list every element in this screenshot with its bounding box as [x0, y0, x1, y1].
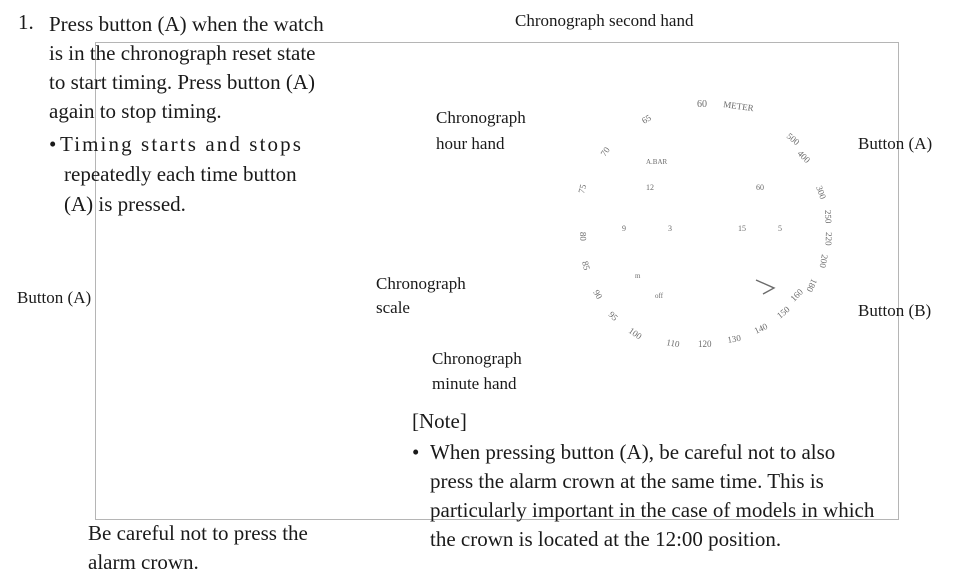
note-heading: [Note]	[412, 409, 467, 433]
label-chronograph-minute-hand-line2: minute hand	[432, 374, 517, 393]
label-chronograph-minute-hand-line1: Chronograph	[432, 349, 522, 368]
label-chronograph-scale-line1: Chronograph	[376, 274, 466, 293]
instruction-line: to start timing. Press button (A)	[49, 70, 315, 94]
instruction-bullet-line: (A) is pressed.	[64, 192, 186, 216]
dial-scale-mark: 90	[591, 288, 604, 301]
dial-scale-mark: 75	[576, 183, 588, 195]
label-button-a-right: Button (A)	[858, 134, 933, 153]
dial-scale-mark: 140	[753, 321, 770, 336]
dial-scale-mark: 120	[698, 339, 712, 349]
dial-scale-mark: METER	[723, 99, 755, 113]
dial-scale-mark: 300	[814, 184, 828, 201]
dial-scale-mark: 160	[788, 286, 805, 303]
dial-scale-mark: 100	[627, 325, 644, 341]
label-chronograph-scale-line2: scale	[376, 298, 410, 317]
dial-scale-mark: 65	[640, 112, 653, 125]
bullet-icon: •	[412, 440, 420, 464]
label-chronograph-hour-hand-line2: hour hand	[436, 134, 505, 153]
dial-scale-mark: 110	[666, 337, 681, 349]
dial-scale-mark: 150	[775, 304, 792, 321]
label-chronograph-hour-hand-line1: Chronograph	[436, 108, 526, 127]
dial-scale-mark: 250	[823, 210, 833, 224]
dial-inner-mark: 15	[738, 224, 746, 233]
chronograph-hand-pointer	[755, 279, 776, 295]
bullet-icon: •	[49, 132, 57, 156]
caution-line: Be careful not to press the	[88, 521, 308, 545]
note-line: When pressing button (A), be careful not…	[430, 440, 836, 464]
dial-inner-mark: 60	[756, 183, 764, 192]
dial-inner-mark: 12	[646, 183, 654, 192]
dial-small-text: m	[635, 272, 641, 280]
dial-small-text: off	[655, 292, 664, 300]
dial-scale-mark: 80	[578, 232, 588, 242]
instruction-bullet-line: repeatedly each time button	[64, 162, 297, 186]
step-number: 1.	[18, 10, 34, 34]
caution-line: alarm crown.	[88, 550, 199, 574]
dial-scale-mark: 500	[785, 131, 802, 148]
instruction-line: Press button (A) when the watch	[49, 12, 324, 36]
note-line: press the alarm crown at the same time. …	[430, 469, 824, 493]
note-line: particularly important in the case of mo…	[430, 498, 875, 522]
note-line: the crown is located at the 12:00 positi…	[430, 527, 782, 551]
dial-scale-mark: 200	[818, 254, 830, 270]
dial-scale-mark: 95	[607, 309, 621, 323]
dial-scale-mark: 85	[580, 260, 592, 272]
dial-small-text: A.BAR	[646, 158, 668, 166]
instruction-bullet-line: Timing starts and stops	[60, 132, 303, 156]
dial-scale-mark: 60	[697, 99, 707, 110]
label-chronograph-second-hand: Chronograph second hand	[515, 11, 694, 30]
instruction-line: again to stop timing.	[49, 99, 222, 123]
dial-scale-mark: 130	[727, 333, 743, 345]
dial-scale-mark: 220	[824, 232, 834, 246]
dial-inner-mark: 5	[778, 224, 782, 233]
label-button-b: Button (B)	[858, 301, 932, 320]
instruction-line: is in the chronograph reset state	[49, 41, 316, 65]
dial-scale-mark: 70	[598, 145, 612, 159]
dial-scale-mark: 400	[796, 148, 813, 165]
dial-inner-mark: 3	[668, 224, 672, 233]
watch-dial-illustration: 60 METER 500 400 300 250 220 200 180 160…	[576, 99, 834, 349]
dial-scale-mark: 180	[804, 277, 819, 294]
dial-inner-mark: 9	[622, 224, 626, 233]
label-button-a-left: Button (A)	[17, 288, 92, 307]
